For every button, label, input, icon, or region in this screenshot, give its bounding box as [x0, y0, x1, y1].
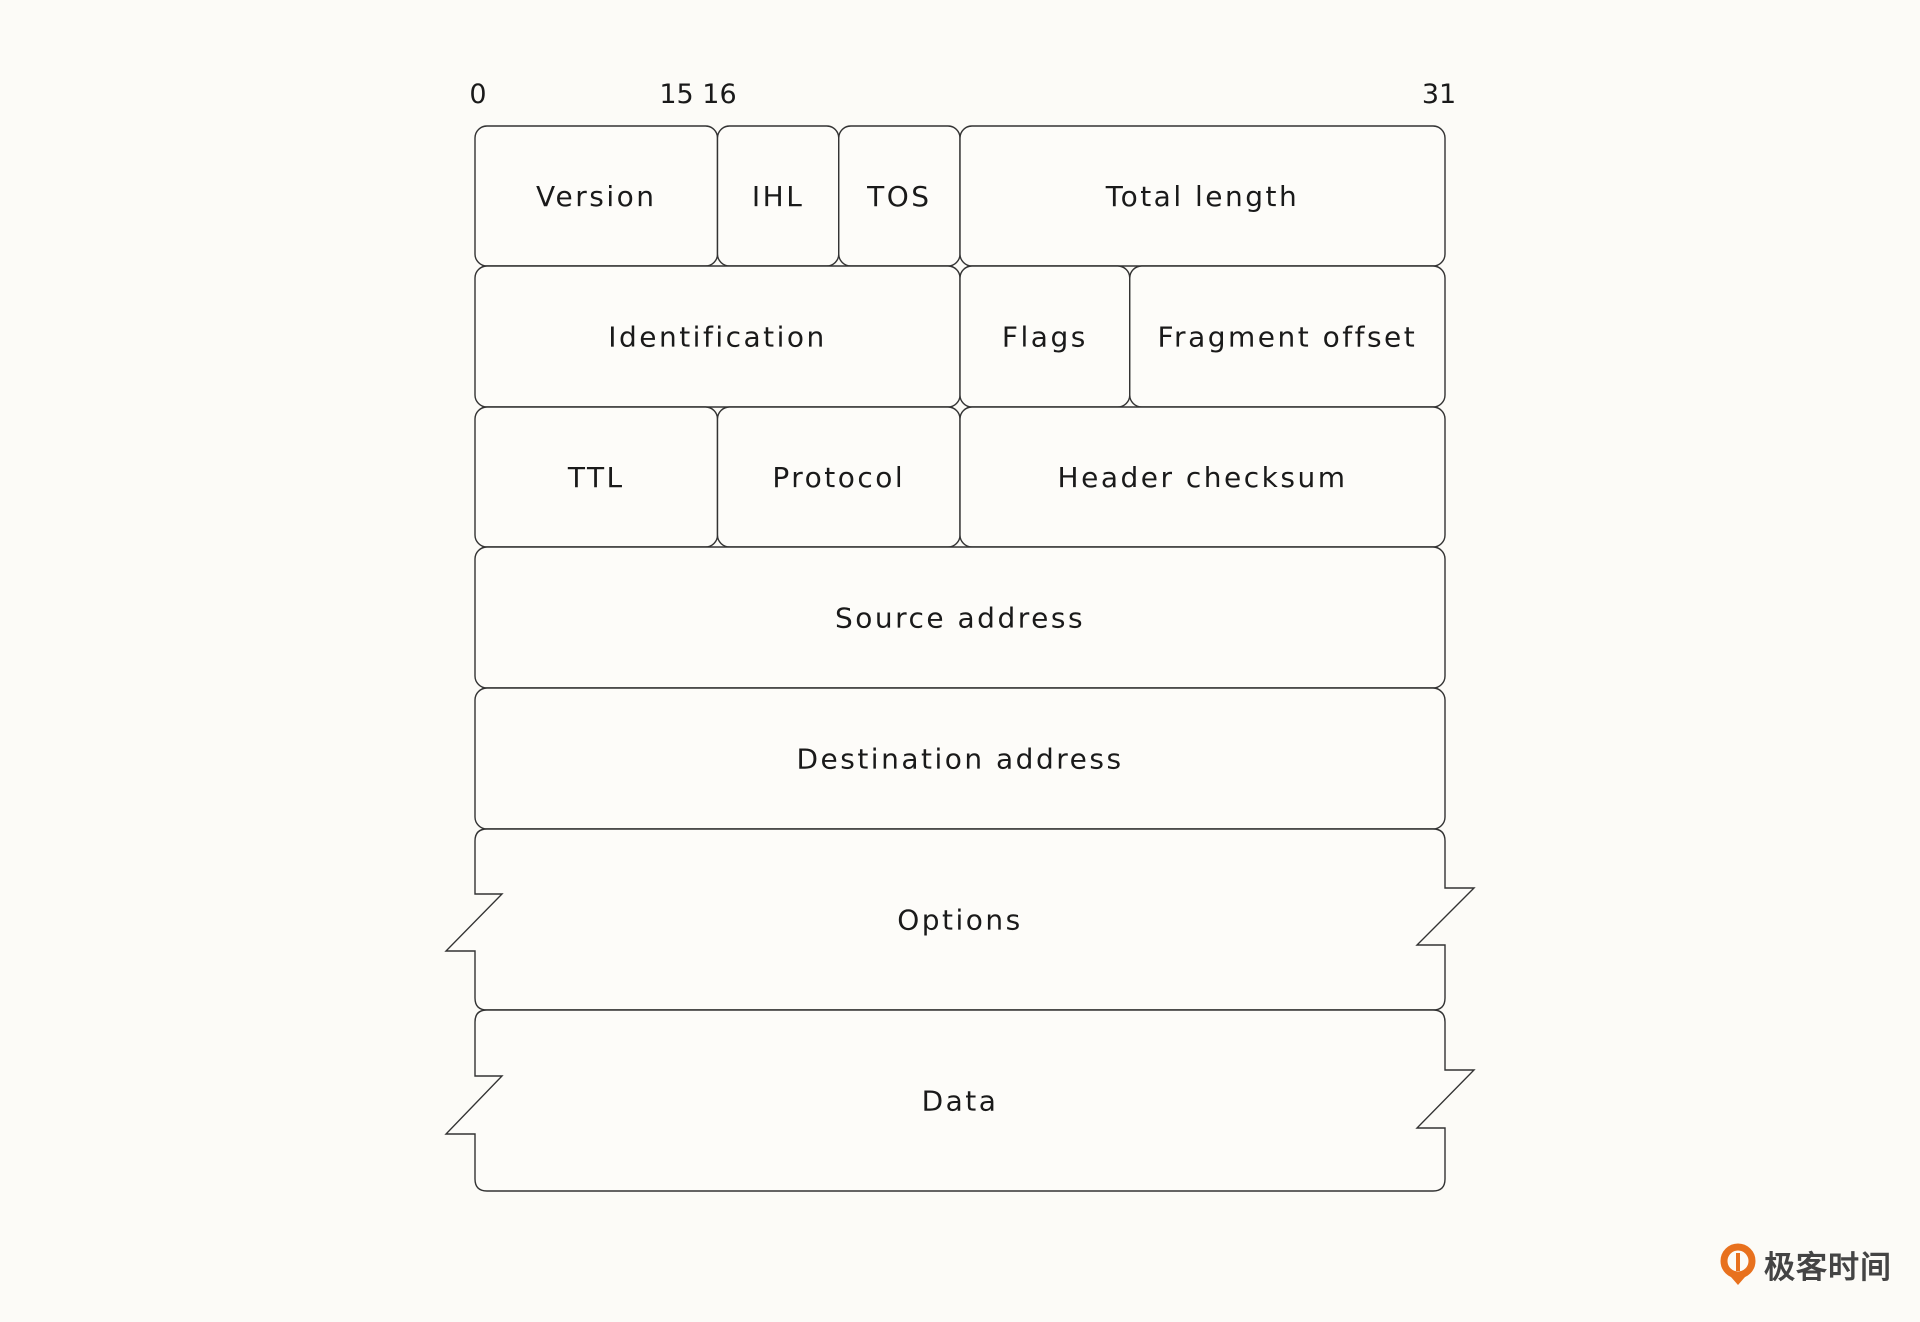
logo-text: 极客时间: [1764, 1250, 1892, 1286]
field-label: TTL: [567, 461, 625, 494]
field-label: Source address: [835, 602, 1085, 635]
field-label: TOS: [866, 180, 931, 213]
field-label: Version: [536, 180, 656, 213]
bit-label: 31: [1422, 79, 1456, 110]
field-label: Data: [922, 1085, 999, 1118]
field-label: Identification: [608, 321, 827, 354]
field-data: [444, 1009, 1476, 1192]
field-label: Options: [897, 904, 1023, 937]
field-label: Fragment offset: [1157, 321, 1417, 354]
logo-icon: [1720, 1243, 1756, 1285]
bit-label: 0: [469, 79, 486, 110]
geektime-logo: 极客时间: [1718, 1242, 1892, 1287]
field-label: Flags: [1002, 321, 1088, 354]
field-label: Protocol: [772, 461, 905, 494]
field-label: Header checksum: [1058, 461, 1348, 494]
field-label: IHL: [752, 180, 804, 213]
bit-label: 15 16: [659, 79, 736, 110]
field-label: Destination address: [796, 743, 1123, 776]
field-label: Total length: [1105, 180, 1300, 213]
